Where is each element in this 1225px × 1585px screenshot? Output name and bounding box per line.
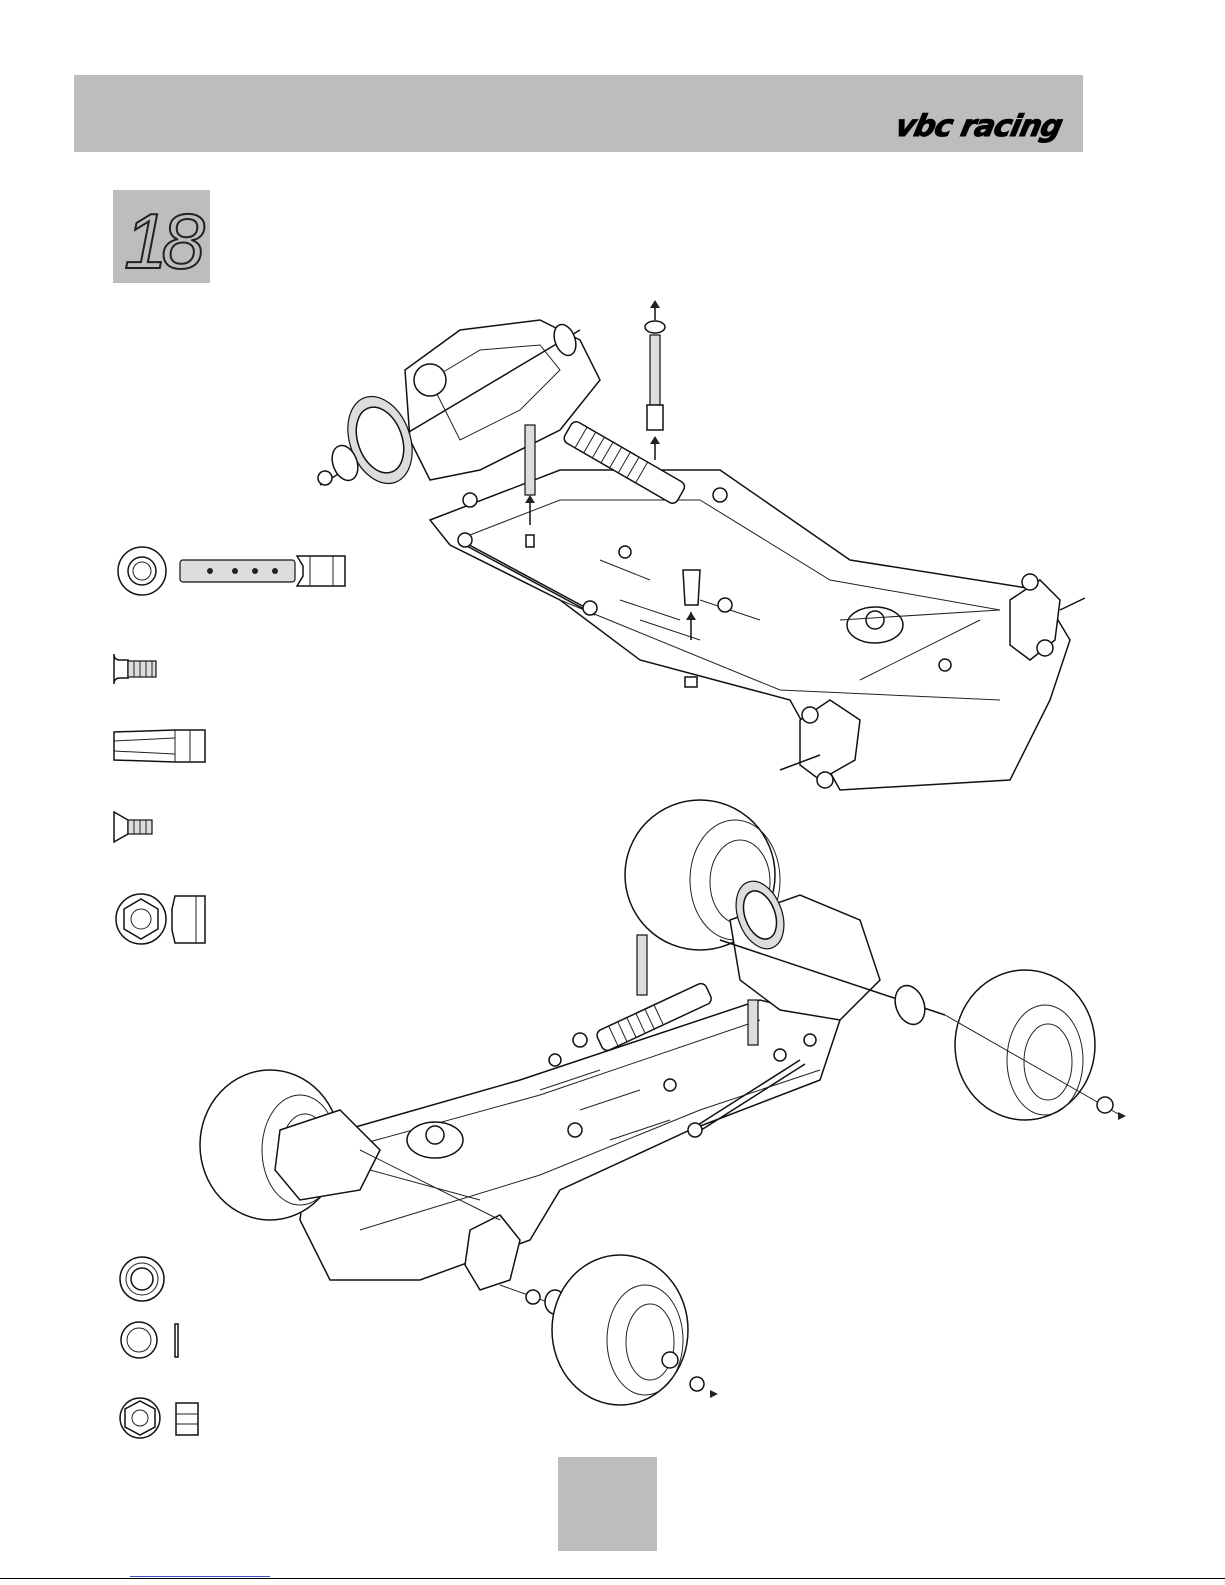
body-post-mount-icon (114, 730, 205, 762)
button-head-screw-icon (114, 654, 156, 684)
hex-nut-icon (120, 1398, 198, 1438)
footer-link-underline[interactable] (130, 1576, 270, 1577)
footer-rule (0, 1578, 1225, 1579)
countersunk-screw-icon (114, 812, 152, 842)
chassis-top-view-drawing (318, 300, 1085, 790)
shim-washer-icon (121, 1322, 178, 1358)
ball-bearing-icon (120, 1257, 164, 1301)
parts-legend (114, 547, 345, 1438)
chassis-with-wheels-drawing (200, 800, 1126, 1405)
page-number-box (558, 1457, 657, 1551)
thumb-nut-threaded-post-icon (118, 547, 345, 595)
flanged-locknut-icon (116, 894, 205, 944)
